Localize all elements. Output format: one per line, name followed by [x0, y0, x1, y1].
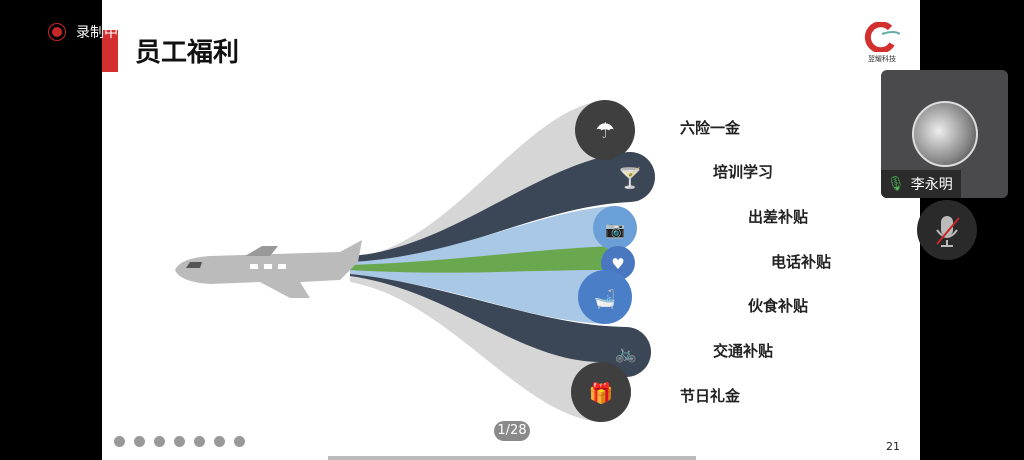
avatar [912, 101, 978, 167]
title-accent-bar [102, 30, 118, 72]
svg-text:🍸: 🍸 [618, 166, 643, 190]
recording-label: 录制中 [76, 25, 118, 41]
airplane-icon [175, 240, 362, 298]
benefit-label: 六险一金 [680, 119, 741, 137]
svg-text:🚲: 🚲 [615, 343, 637, 364]
focus-icon[interactable] [174, 436, 185, 447]
slide-page-number: 21 [886, 440, 900, 453]
benefit-label: 交通补贴 [713, 342, 774, 360]
slide-title: 员工福利 [135, 38, 240, 68]
company-logo: 翌耀科技 [860, 21, 904, 64]
mute-button[interactable] [917, 200, 977, 260]
benefit-label: 培训学习 [713, 163, 774, 181]
svg-text:📷: 📷 [605, 220, 625, 239]
participant-tile[interactable]: 🎙 李永明 [881, 70, 1008, 198]
next-icon[interactable] [134, 436, 145, 447]
page-indicator: 1/28 [494, 421, 530, 441]
benefit-label: 电话补贴 [771, 253, 832, 271]
svg-text:🎁: 🎁 [589, 381, 614, 405]
progress-scrollbar[interactable] [328, 456, 696, 460]
bathtub-icon [578, 270, 632, 324]
cocktail-icon [605, 152, 655, 202]
mic-muted-icon [936, 216, 960, 247]
recording-indicator: 录制中 [52, 22, 118, 42]
pen-icon[interactable] [154, 436, 165, 447]
record-icon [52, 27, 62, 37]
slide-toolbar [114, 436, 245, 447]
more-icon[interactable] [234, 436, 245, 447]
subtitle-icon[interactable] [214, 436, 225, 447]
video-icon[interactable] [194, 436, 205, 447]
prev-icon[interactable] [114, 436, 125, 447]
mic-on-icon: 🎙 [887, 176, 905, 192]
bicycle-icon [601, 327, 651, 377]
svg-text:♥: ♥ [611, 255, 624, 273]
svg-text:🛁: 🛁 [594, 288, 616, 310]
benefit-label: 出差补贴 [748, 208, 809, 226]
gift-icon [571, 362, 631, 422]
benefit-label: 伙食补贴 [748, 297, 809, 315]
svg-text:☂: ☂ [595, 119, 615, 144]
participant-name: 李永明 [910, 177, 953, 193]
benefit-label: 节日礼金 [680, 387, 741, 405]
umbrella-icon [575, 100, 635, 160]
camera-icon [593, 206, 637, 250]
